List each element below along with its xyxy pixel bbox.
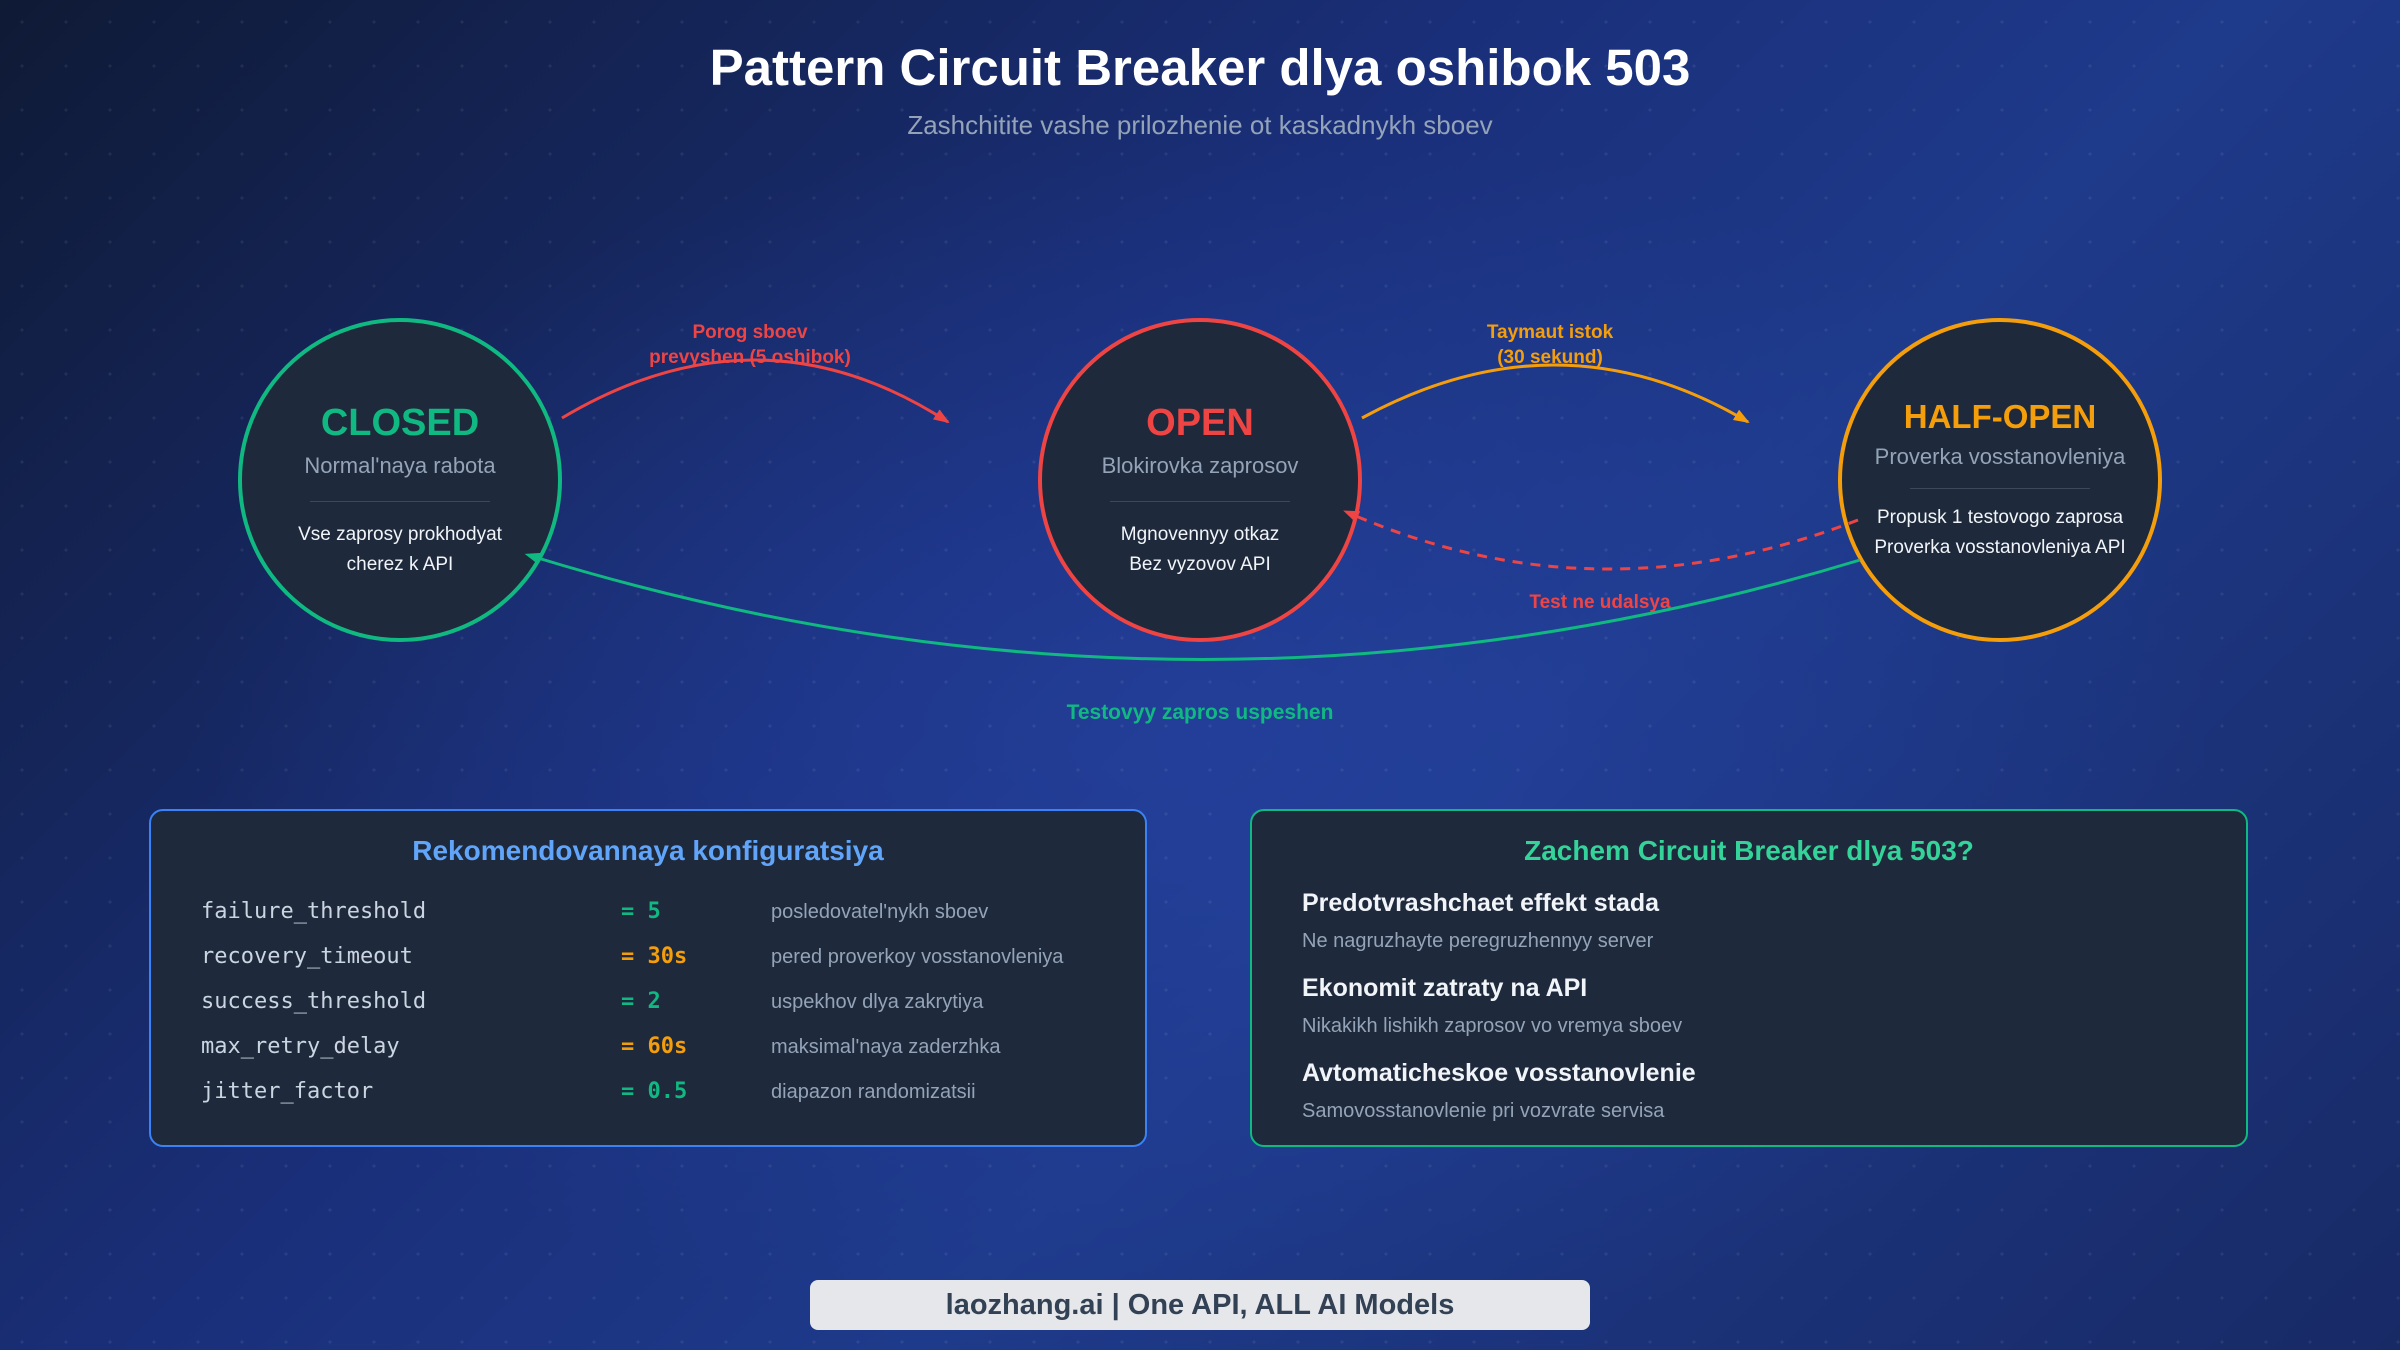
reasons-panel: Zachem Circuit Breaker dlya 503? Predotv… [1250,809,2248,1147]
reason-desc: Ne nagruzhayte peregruzhennyy server [1302,930,1654,952]
closed-state: CLOSED Normal'naya rabota Vse zaprosy pr… [240,402,560,580]
reason-item: Ekonomit zatraty na API Nikakikh lishikh… [1302,974,2202,1038]
half-open-to-closed-arrow [524,552,1861,661]
open-state-name: OPEN [1146,402,1254,444]
config-value: = 0.5 [621,1079,688,1104]
state-diagram [238,318,2162,661]
reason-desc: Samovosstanovlenie pri vozvrate servisa [1302,1100,1665,1122]
open-to-half-open-label: Taymaut istok (30 sekund) [1400,320,1700,370]
config-panel: Rekomendovannaya konfiguratsiya failure_… [149,809,1147,1147]
config-key: success_threshold [201,989,427,1014]
open-to-half-open-arrow [1361,363,1750,424]
closed-to-open-label: Porog sboev prevyshen (5 oshibok) [600,320,900,370]
page-subtitle: Zashchitite vashe prilozhenie ot kaskadn… [907,110,1493,140]
closed-to-open-label-line-2: prevyshen (5 oshibok) [649,347,851,368]
config-key: jitter_factor [201,1079,374,1104]
open-to-half-open-label-line-2: (30 sekund) [1497,347,1603,368]
half-open-state-name: HALF-OPEN [1903,398,2097,435]
closed-state-desc: Normal'naya rabota [304,453,496,478]
config-key: recovery_timeout [201,944,413,969]
reason-item: Predotvrashchaet effekt stada Ne nagruzh… [1302,889,2202,953]
closed-state-name: CLOSED [320,402,480,444]
config-note: maksimal'naya zaderzhka [771,1036,1001,1058]
page-title: Pattern Circuit Breaker dlya oshibok 503 [709,39,1691,96]
half-open-state-desc: Proverka vosstanovleniya [1874,444,2126,469]
open-to-half-open-label-line-1: Taymaut istok [1486,322,1614,343]
open-state-detail-1: Mgnovennyy otkaz [1120,524,1280,545]
closed-state-detail-2: cherez k API [346,554,454,575]
config-value: = 2 [621,989,661,1014]
half-open-state-detail-1: Propusk 1 testovogo zaprosa [1876,507,2124,528]
config-row: jitter_factor = 0.5 diapazon randomizatsii [201,1069,1101,1113]
config-row: success_threshold = 2 uspekhov dlya zakryt… [201,979,1101,1023]
footer-banner: laozhang.ai | One API, ALL AI Models [810,1280,1590,1330]
open-state-circle [1038,318,1362,642]
config-note: posledovatel'nykh sboev [771,901,989,923]
half-open-to-open-label: Test ne udalsya [1529,592,1671,613]
config-note: pered proverkoy vosstanovleniya [771,946,1064,968]
closed-state-divider [310,501,490,502]
closed-to-open-label-line-1: Porog sboev [692,322,808,343]
half-open-state-circle [1838,318,2162,642]
config-key: failure_threshold [201,899,427,924]
half-open-state-divider [1910,488,2090,489]
half-open-to-closed-label: Testovyy zapros uspeshen [1066,701,1334,724]
closed-state-detail-1: Vse zaprosy prokhodyat [298,524,502,545]
closed-to-open-arrow [561,358,950,424]
config-value: = 5 [621,899,661,924]
reason-desc: Nikakikh lishikh zaprosov vo vremya sboe… [1302,1015,1683,1037]
half-open-to-open-arrow [1343,510,1859,571]
reasons-panel-title: Zachem Circuit Breaker dlya 503? [1524,835,1974,866]
config-row: recovery_timeout = 30s pered proverkoy vos… [201,934,1101,978]
config-value: = 60s [621,1034,688,1059]
reason-heading: Predotvrashchaet effekt stada [1302,889,1660,917]
reason-heading: Ekonomit zatraty na API [1302,974,1588,1002]
config-key: max_retry_delay [201,1034,400,1059]
config-panel-title: Rekomendovannaya konfiguratsiya [412,835,884,866]
open-state-detail-2: Bez vyzovov API [1129,554,1271,575]
half-open-state-detail-2: Proverka vosstanovleniya API [1874,537,2126,558]
open-state-desc: Blokirovka zaprosov [1101,453,1299,478]
config-value: = 30s [621,944,688,969]
closed-state-circle [238,318,562,642]
config-note: diapazon randomizatsii [771,1081,976,1103]
config-note: uspekhov dlya zakrytiya [771,991,984,1013]
reason-heading: Avtomaticheskoe vosstanovlenie [1302,1059,1696,1087]
open-state-divider [1110,501,1290,502]
config-row: max_retry_delay = 60s maksimal'naya zaderz… [201,1024,1101,1068]
open-state: OPEN Blokirovka zaprosov Mgnovennyy otka… [1040,402,1360,580]
config-row: failure_threshold = 5 posledovatel'nykh sb… [201,889,1101,933]
reason-item: Avtomaticheskoe vosstanovlenie Samovosst… [1302,1059,2202,1123]
half-open-state: HALF-OPEN Proverka vosstanovleniya Propu… [1840,398,2160,563]
